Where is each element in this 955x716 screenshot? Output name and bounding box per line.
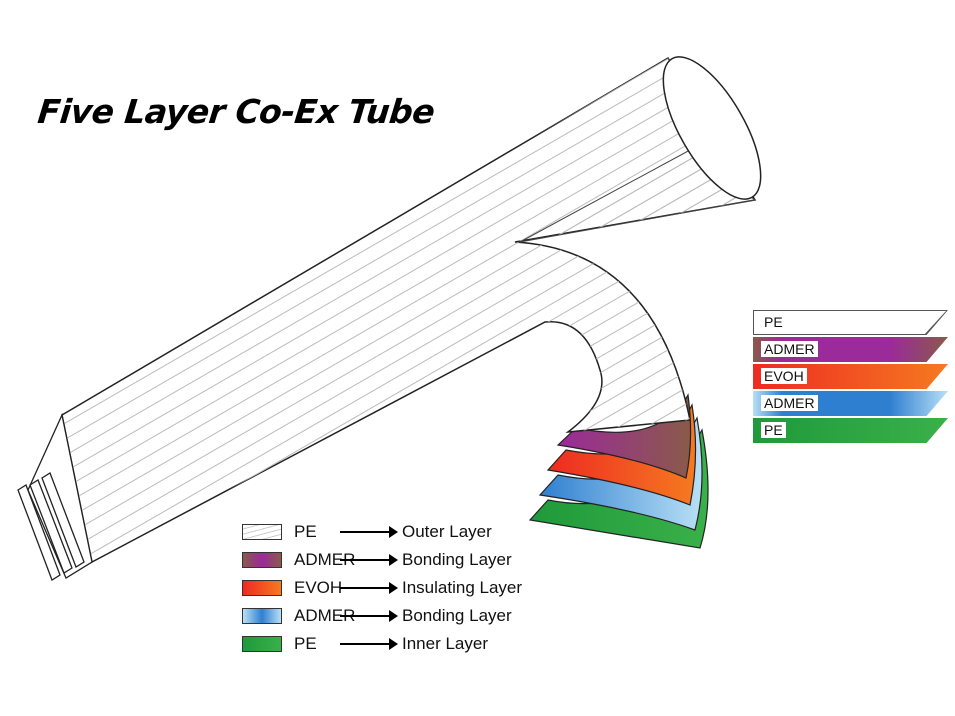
- diagram-title: Five Layer Co-Ex Tube: [35, 92, 437, 131]
- threaded-neck: [17, 412, 93, 581]
- legend: PE Outer Layer ADMER Bonding Layer EVOH Ins…: [242, 518, 522, 658]
- legend-layer: Bonding Layer: [402, 550, 512, 569]
- legend-layer: Insulating Layer: [402, 578, 523, 597]
- stack-band-admer-1: ADMER: [753, 337, 948, 362]
- arrow-icon: [340, 638, 398, 650]
- legend-material: PE: [294, 522, 317, 541]
- layer-admer-1: [556, 393, 692, 479]
- stack-band-admer-2: ADMER: [753, 391, 948, 416]
- stack-label: ADMER: [761, 341, 818, 357]
- legend-swatch: [242, 552, 282, 568]
- legend-swatch: [242, 524, 282, 540]
- arrow-icon: [340, 582, 398, 594]
- legend-item: PE Inner Layer: [242, 630, 522, 658]
- legend-swatch: [242, 608, 282, 624]
- legend-item: EVOH Insulating Layer: [242, 574, 522, 602]
- stack-label: PE: [761, 314, 786, 330]
- legend-item: PE Outer Layer: [242, 518, 522, 546]
- arrow-icon: [340, 610, 398, 622]
- legend-layer: Bonding Layer: [402, 606, 512, 625]
- arrow-icon: [340, 554, 398, 566]
- legend-swatch: [242, 636, 282, 652]
- arrow-icon: [340, 526, 398, 538]
- legend-material: PE: [294, 634, 317, 653]
- layer-stack: PE ADMER EVOH ADMER PE: [753, 310, 948, 445]
- legend-layer: Inner Layer: [402, 634, 488, 653]
- legend-material: ADMER: [294, 550, 356, 569]
- stack-band-pe-inner: PE: [753, 418, 948, 443]
- legend-material: EVOH: [294, 578, 343, 597]
- legend-material: ADMER: [294, 606, 356, 625]
- stack-label: PE: [761, 422, 786, 438]
- legend-swatch: [242, 580, 282, 596]
- legend-item: ADMER Bonding Layer: [242, 546, 522, 574]
- stack-band-pe-outer: PE: [753, 310, 948, 335]
- stack-label: EVOH: [761, 368, 807, 384]
- stack-label: ADMER: [761, 395, 818, 411]
- legend-layer: Outer Layer: [402, 522, 492, 541]
- stack-band-evoh: EVOH: [753, 364, 948, 389]
- legend-item: ADMER Bonding Layer: [242, 602, 522, 630]
- tube-open-end: [662, 56, 762, 200]
